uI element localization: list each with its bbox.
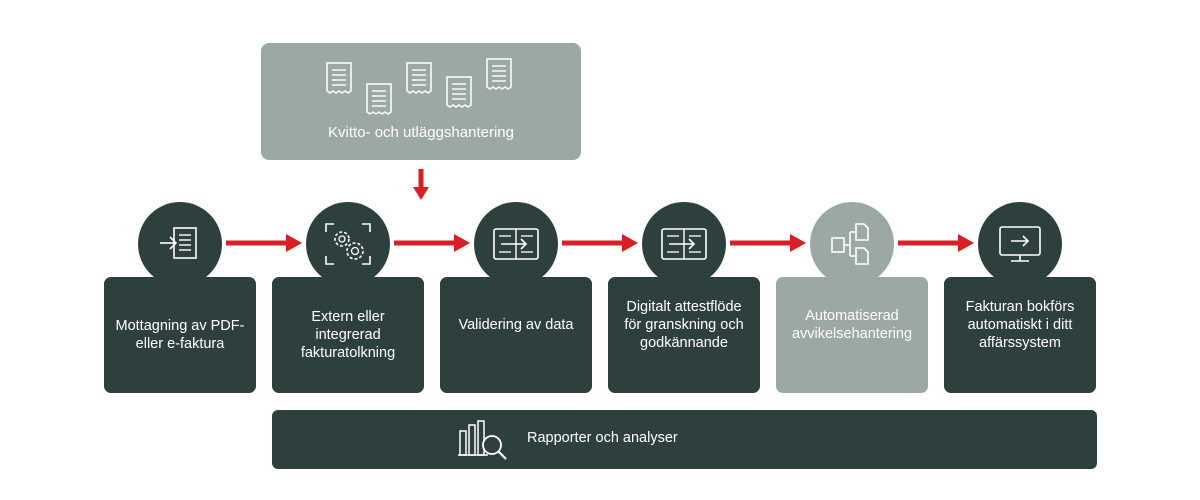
step-6-label: Fakturan bokförs automatiskt i ditt affä… [965,299,1075,351]
receipt-icon [366,83,392,115]
receipt-icon [486,58,512,90]
step-3-card: Validering av data [440,277,592,393]
step-6-card: Fakturan bokförs automatiskt i ditt affä… [944,277,1096,393]
step-1-card: Mottagning av PDF- eller e-faktura [104,277,256,393]
document-import-icon [160,227,197,259]
receipt-icon [406,62,432,94]
reports-label: Rapporter och analyser [527,430,678,446]
step-1-label: Mottagning av PDF- eller e-faktura [115,318,245,352]
receipt-expense-label: Kvitto- och utläggshantering [328,124,514,141]
flow-arrow-icon [562,234,638,252]
step-5-label: Automatiserad avvikelsehantering [791,308,913,342]
receipt-icon [446,76,472,108]
step-2-circle [306,202,390,286]
step-4-circle [642,202,726,286]
gears-scan-icon [325,223,371,265]
step-4-card: Digitalt attestflöde för granskning och … [608,277,760,393]
flow-arrow-icon [730,234,806,252]
document-arrow-icon [493,228,539,260]
step-3-circle [474,202,558,286]
monitor-arrow-icon [999,226,1041,262]
step-5-circle [810,202,894,286]
receipt-expense-box: Kvitto- och utläggshantering [261,43,581,160]
step-2-card: Extern eller integrerad fakturatolkning [272,277,424,393]
step-3-label: Validering av data [458,317,574,333]
chart-magnifier-icon [458,420,507,460]
reports-bar: Rapporter och analyser [272,410,1097,469]
document-arrow-icon [661,228,707,260]
flow-arrow-icon [394,234,470,252]
flow-arrow-icon [226,234,302,252]
flow-arrow-icon [898,234,974,252]
step-4-label: Digitalt attestflöde för granskning och … [624,299,744,351]
step-6-circle [978,202,1062,286]
down-arrow-icon [413,169,429,200]
flowchart-documents-icon [831,223,869,265]
step-1-circle [138,202,222,286]
step-5-card: Automatiserad avvikelsehantering [776,277,928,393]
step-2-label: Extern eller integrerad fakturatolkning [300,309,396,361]
receipt-icon [326,62,352,94]
